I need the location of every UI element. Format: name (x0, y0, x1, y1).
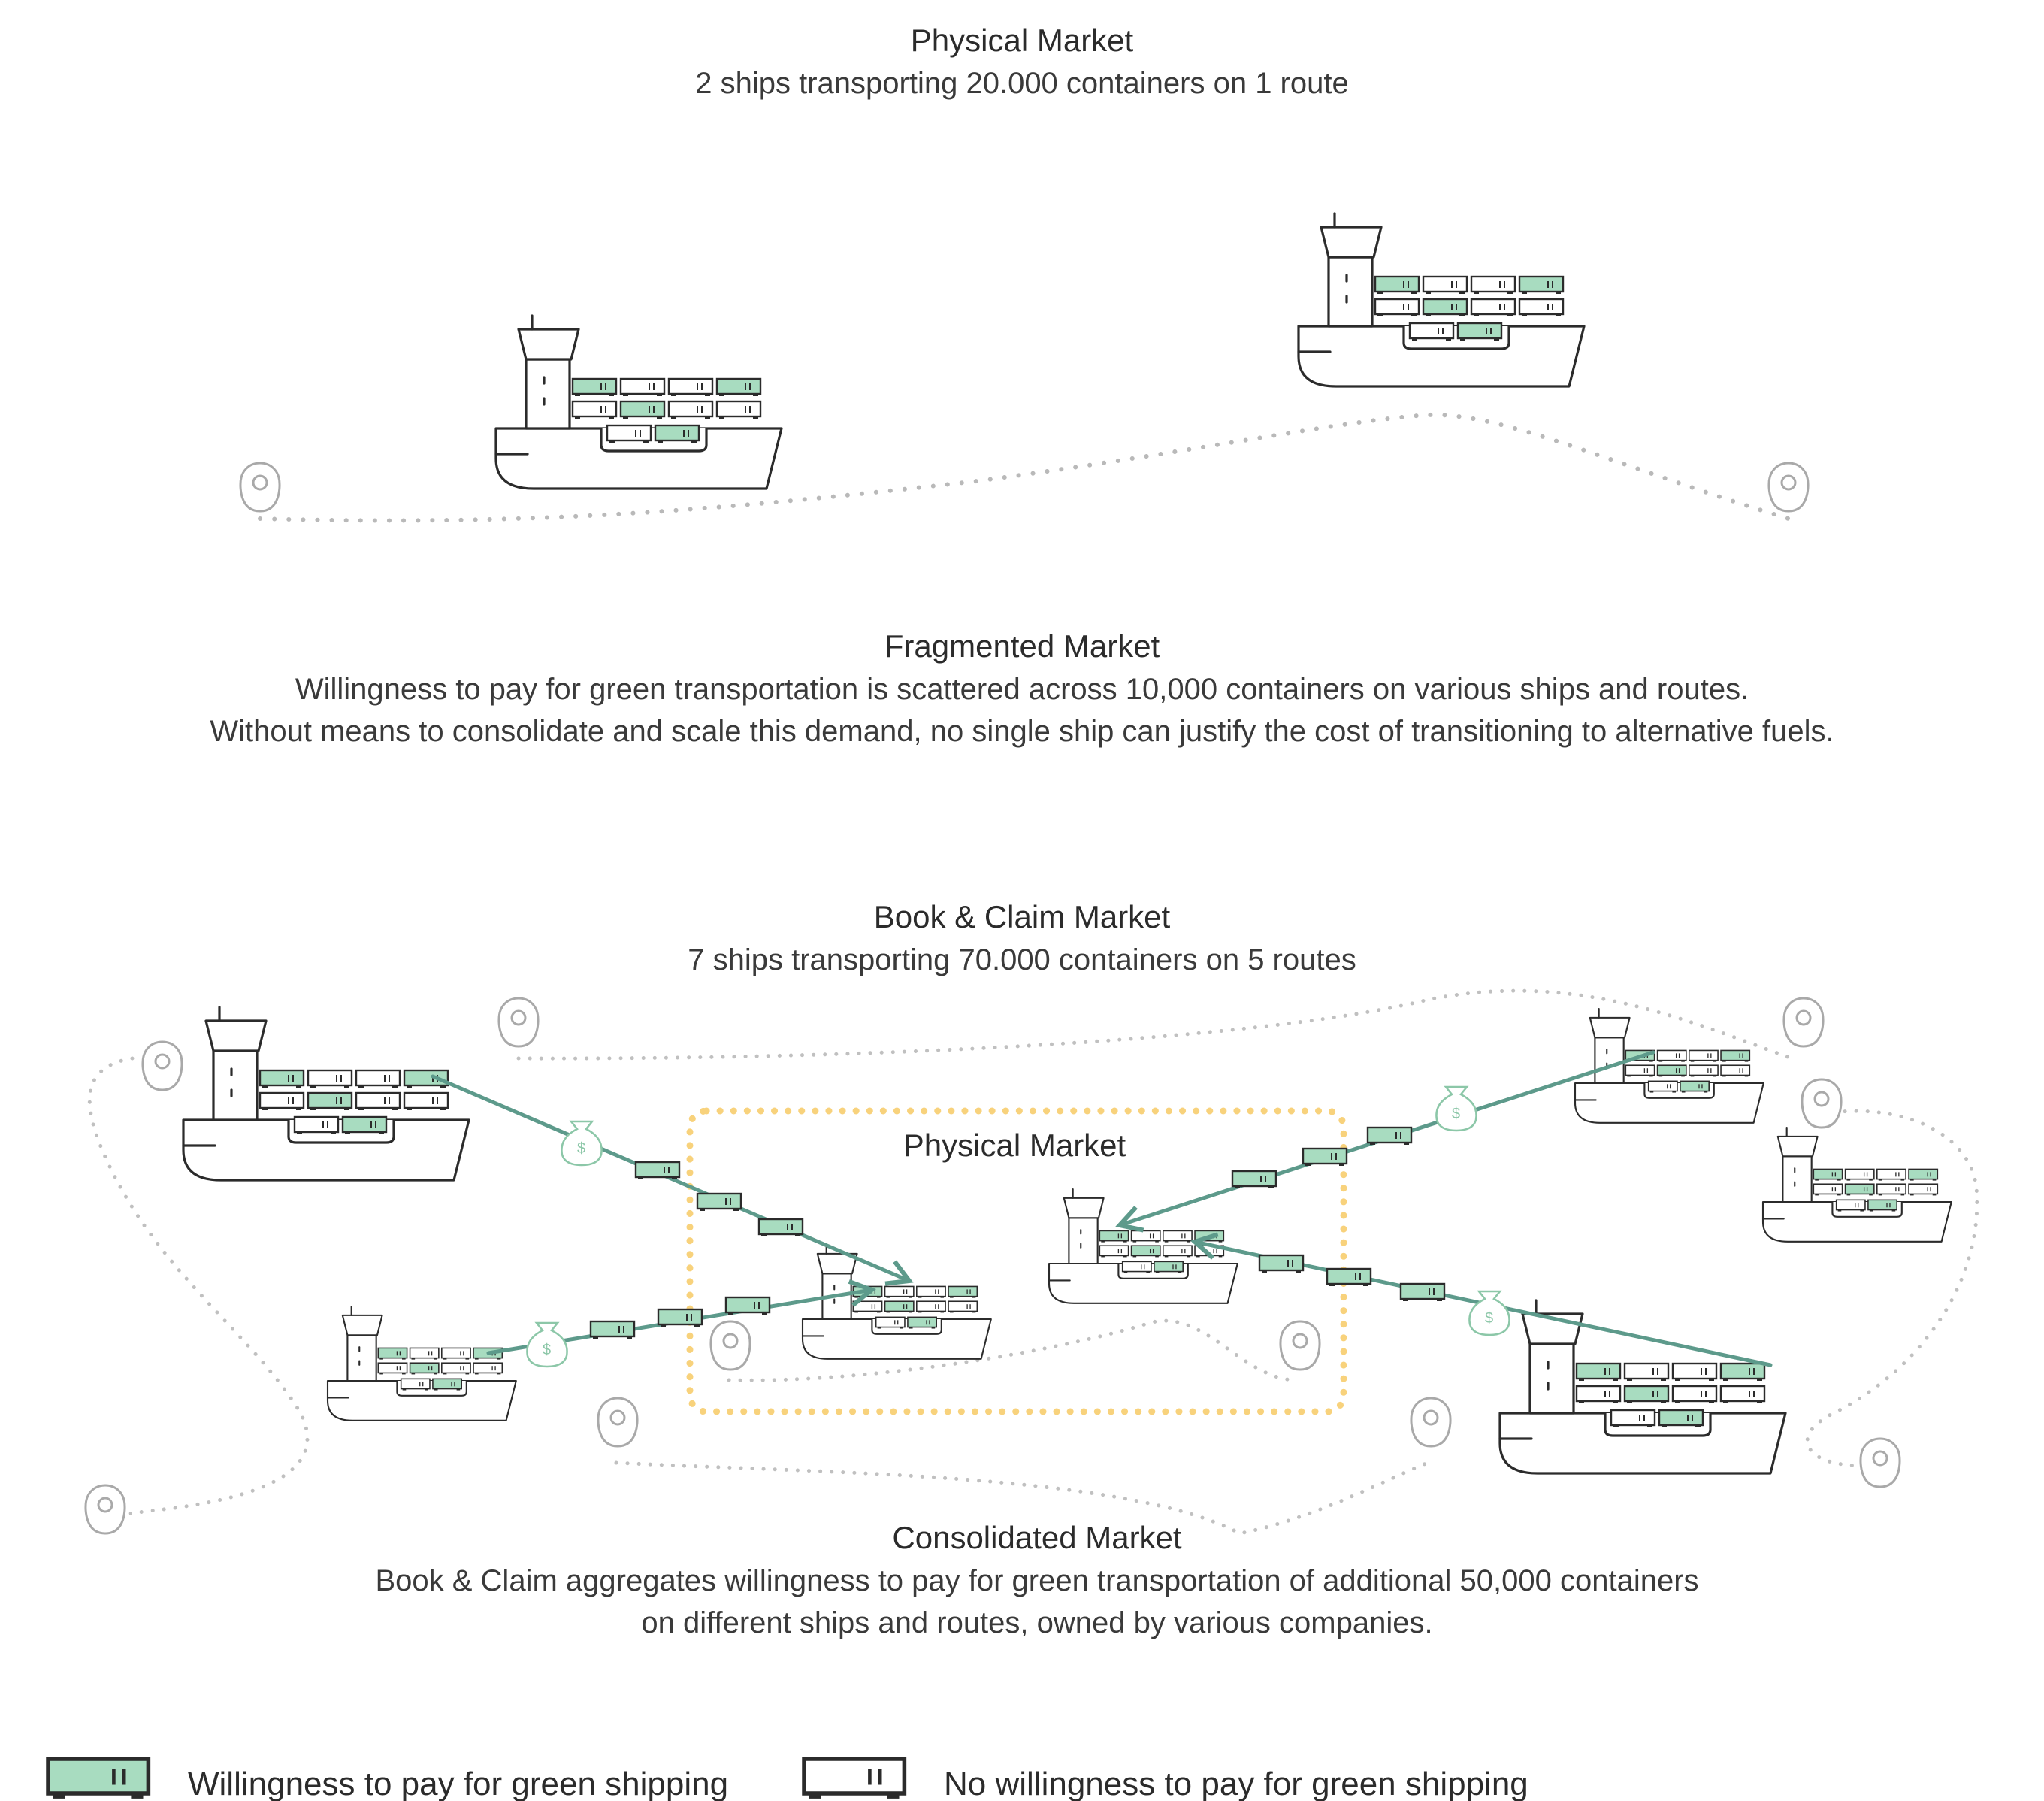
container-ship-icon (1763, 1128, 1952, 1242)
route-bottom (614, 1460, 1430, 1536)
location-pin-icon (1801, 1078, 1843, 1129)
container-icon (1258, 1254, 1305, 1274)
legend-white-swatch (804, 1759, 904, 1799)
location-pin-icon (497, 997, 540, 1048)
consolidated-title: Consolidated Market (892, 1520, 1182, 1555)
container-icon (1231, 1170, 1278, 1190)
container-ship-icon (803, 1245, 991, 1359)
location-pin-icon (1767, 462, 1810, 513)
route-inner (727, 1318, 1295, 1382)
location-pin-icon (597, 1397, 639, 1448)
route-right-loop (1805, 1109, 1979, 1468)
container-ship-icon (1575, 1009, 1764, 1123)
fragmented-line-1: Willingness to pay for green transportat… (295, 673, 1749, 706)
container-icon (589, 1320, 636, 1340)
money-bag-icon (1468, 1290, 1510, 1336)
container-icon (696, 1192, 742, 1212)
legend-white-label: No willingness to pay for green shipping (944, 1766, 1528, 1801)
container-ship-icon (183, 1007, 469, 1180)
consolidated-line-1: Book & Claim aggregates willingness to p… (375, 1564, 1698, 1597)
location-pin-icon (1279, 1320, 1321, 1371)
book-claim-subtitle: 7 ships transporting 70.000 containers o… (688, 943, 1356, 976)
inner-physical-market-label: Physical Market (903, 1128, 1126, 1163)
legend-green-label: Willingness to pay for green shipping (188, 1766, 728, 1801)
container-icon (1366, 1126, 1413, 1146)
claim-flow-arrow (431, 1074, 914, 1286)
money-bag-icon (526, 1321, 568, 1368)
location-pin-icon (1782, 997, 1825, 1048)
location-pin-icon (1859, 1437, 1901, 1488)
book-claim-title: Book & Claim Market (874, 899, 1171, 934)
fragmented-line-2: Without means to consolidate and scale t… (210, 715, 1834, 748)
consolidated-line-2: on different ships and routes, owned by … (641, 1606, 1432, 1639)
location-pin-icon (84, 1484, 126, 1535)
container-icon (657, 1308, 703, 1328)
money-bag-icon (1435, 1085, 1477, 1132)
container-icon (724, 1296, 771, 1316)
money-bag-icon (561, 1120, 603, 1167)
container-icon (757, 1218, 804, 1238)
single-route (258, 412, 1791, 523)
container-ship-icon (496, 316, 782, 489)
legend: Willingness to pay for green shipping No… (48, 1759, 1528, 1801)
location-pin-icon (709, 1320, 751, 1371)
top-title: Physical Market (911, 23, 1134, 58)
route-left-loop (87, 1056, 310, 1519)
container-icon (1326, 1267, 1372, 1288)
legend-green-swatch (48, 1759, 148, 1799)
container-icon (1399, 1282, 1446, 1303)
location-pin-icon (141, 1040, 183, 1091)
container-ship-icon (1299, 213, 1584, 386)
location-pin-icon (1410, 1397, 1452, 1448)
container-ship-icon (328, 1306, 516, 1421)
physical-market-box (686, 1107, 1347, 1415)
container-icon (634, 1161, 681, 1181)
container-ship-icon (1500, 1300, 1785, 1473)
location-pin-icon (239, 462, 281, 513)
top-subtitle: 2 ships transporting 20.000 containers o… (695, 67, 1348, 100)
fragmented-title: Fragmented Market (884, 628, 1160, 664)
container-icon (1302, 1147, 1348, 1167)
